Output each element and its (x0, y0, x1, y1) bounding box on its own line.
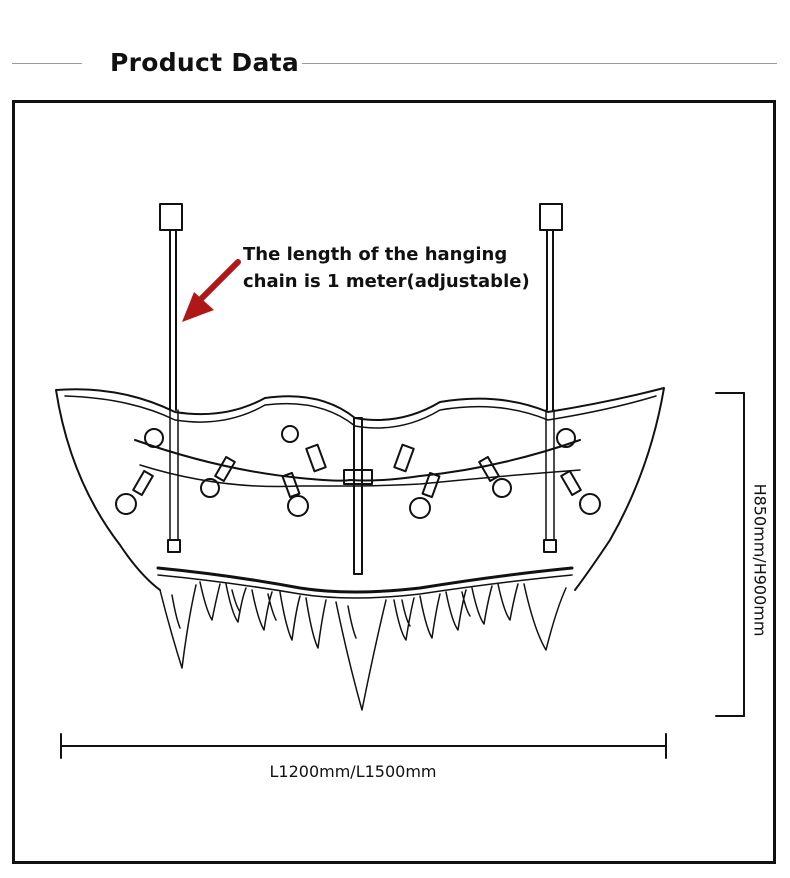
header-divider-left (12, 63, 82, 64)
header-divider-right (302, 63, 777, 64)
height-dimension-label: H850mm/H900mm (750, 483, 770, 637)
annotation-line-2: chain is 1 meter(adjustable) (243, 271, 530, 292)
light-bulbs (115, 425, 601, 519)
annotation-line-1: The length of the hanging (243, 244, 508, 265)
hanging-chain-right (543, 229, 557, 553)
hanging-chain-left (167, 229, 181, 553)
center-rod (353, 417, 363, 575)
ceiling-canopy-left (159, 203, 183, 231)
bottom-ring (156, 566, 574, 594)
page-title: Product Data (110, 48, 300, 77)
width-dimension-line (60, 733, 667, 759)
diagram-frame (12, 100, 776, 864)
shade-outline (55, 387, 665, 591)
width-dimension-label: L1200mm/L1500mm (269, 762, 437, 781)
crystal-drips (159, 581, 567, 711)
arrow-down-left-icon (182, 259, 241, 322)
chain-length-annotation: The length of the hanging chain is 1 met… (243, 241, 530, 295)
height-dimension-line (715, 392, 745, 717)
lamp-arm (134, 439, 581, 482)
ceiling-canopy-right (539, 203, 563, 231)
